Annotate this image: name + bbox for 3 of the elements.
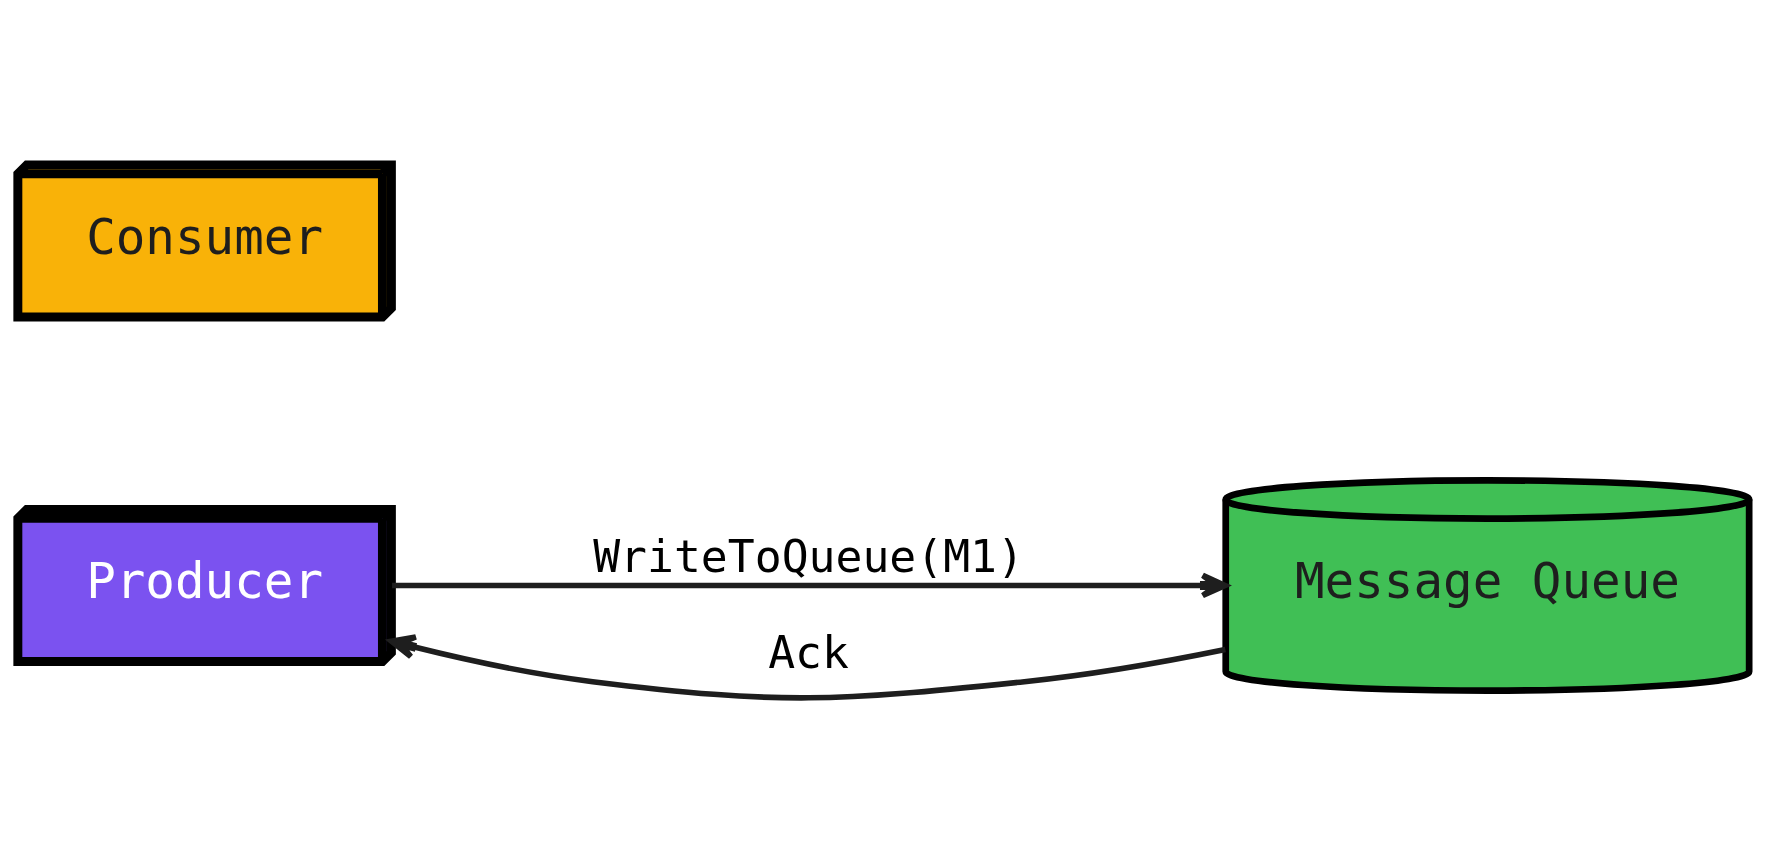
arrow: [388, 633, 1226, 701]
edge-label: Ack: [768, 625, 849, 679]
edge-label: WriteToQueue(M1): [593, 529, 1024, 583]
